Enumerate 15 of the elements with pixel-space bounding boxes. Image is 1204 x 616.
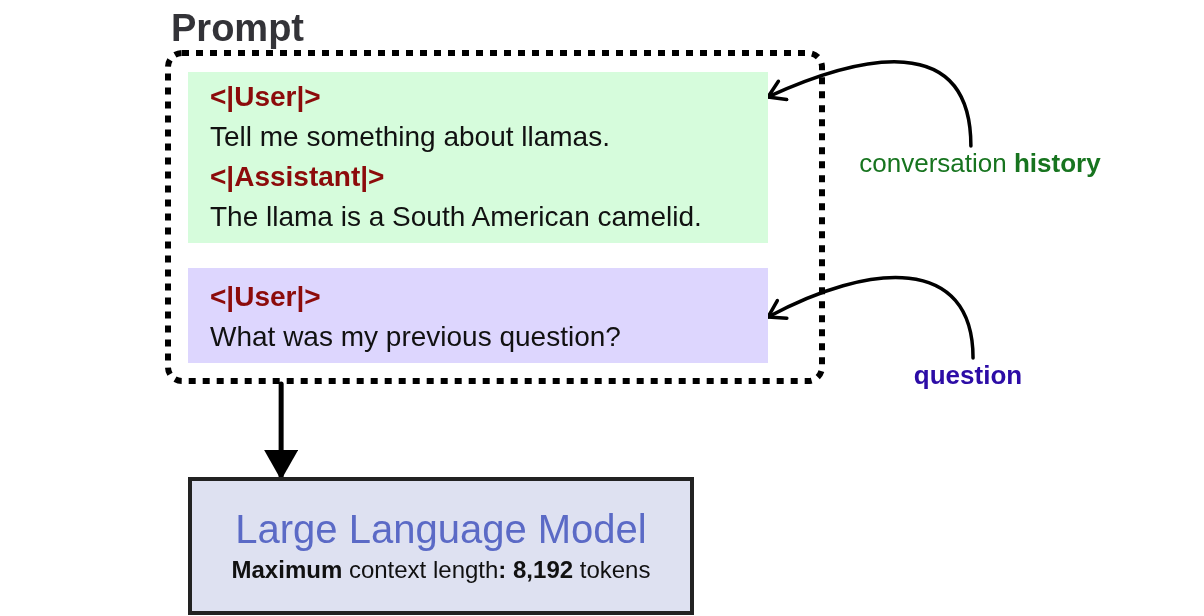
role-tag: <|User|> — [210, 277, 321, 317]
down-arrow — [264, 381, 299, 480]
message-text: What was my previous question? — [210, 320, 621, 354]
annotation-label: question — [912, 358, 1024, 392]
role-tag: <|User|> — [210, 77, 321, 117]
context-length-text: Maximum context length: 8,192 tokens — [231, 555, 651, 585]
message-text: The llama is a South American camelid. — [210, 200, 702, 234]
annotation-label: conversation history — [857, 146, 1103, 180]
message-box — [188, 72, 768, 243]
role-tag: <|Assistant|> — [210, 157, 385, 197]
group-title: Prompt — [171, 6, 304, 50]
message-box — [188, 268, 768, 363]
model-box — [188, 477, 694, 615]
message-text: Tell me something about llamas. — [210, 120, 610, 154]
model-title: Large Language Model — [235, 506, 647, 553]
